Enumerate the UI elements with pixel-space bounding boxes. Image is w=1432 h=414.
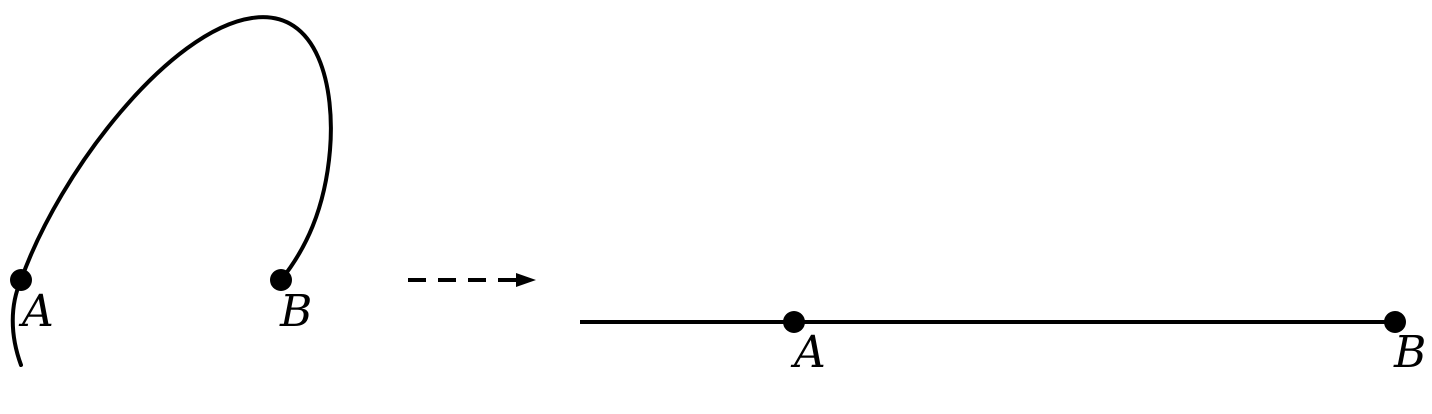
left-curve-figure: A B <box>10 15 333 367</box>
dashed-arrow <box>408 273 536 287</box>
arrow-head-icon <box>516 273 536 287</box>
right-point-b-dot <box>1384 311 1406 333</box>
right-line-figure: A B <box>580 311 1426 378</box>
left-point-b-dot <box>270 269 292 291</box>
right-point-a-label: A <box>790 327 826 378</box>
left-point-a-dot <box>10 269 32 291</box>
left-point-b-label: B <box>279 286 312 337</box>
left-point-a-label: A <box>18 286 54 337</box>
right-point-a-dot <box>783 311 805 333</box>
right-point-b-label: B <box>1393 327 1426 378</box>
